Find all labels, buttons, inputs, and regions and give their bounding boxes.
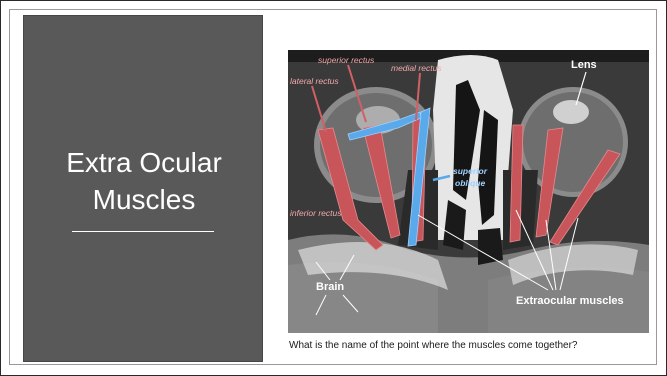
label-superior-oblique-line1: superior	[453, 166, 488, 176]
slide-question-caption: What is the name of the point where the …	[289, 340, 578, 351]
label-superior-oblique-line2: oblique	[455, 178, 485, 188]
title-underline	[72, 231, 214, 232]
label-inferior-rectus: inferior rectus	[290, 208, 342, 218]
slide-title: Extra Ocular Muscles	[24, 144, 264, 218]
label-superior-rectus: superior rectus	[318, 55, 375, 65]
ct-scan-figure: superior rectus medial rectus lateral re…	[288, 50, 649, 333]
label-lens: Lens	[571, 59, 597, 71]
label-lateral-rectus: lateral rectus	[290, 76, 339, 86]
ct-scan-image: superior rectus medial rectus lateral re…	[288, 50, 649, 333]
label-medial-rectus: medial rectus	[391, 63, 442, 73]
title-panel: Extra Ocular Muscles	[23, 15, 263, 362]
label-brain: Brain	[316, 281, 344, 293]
label-extraocular-muscles: Extraocular muscles	[516, 295, 624, 307]
